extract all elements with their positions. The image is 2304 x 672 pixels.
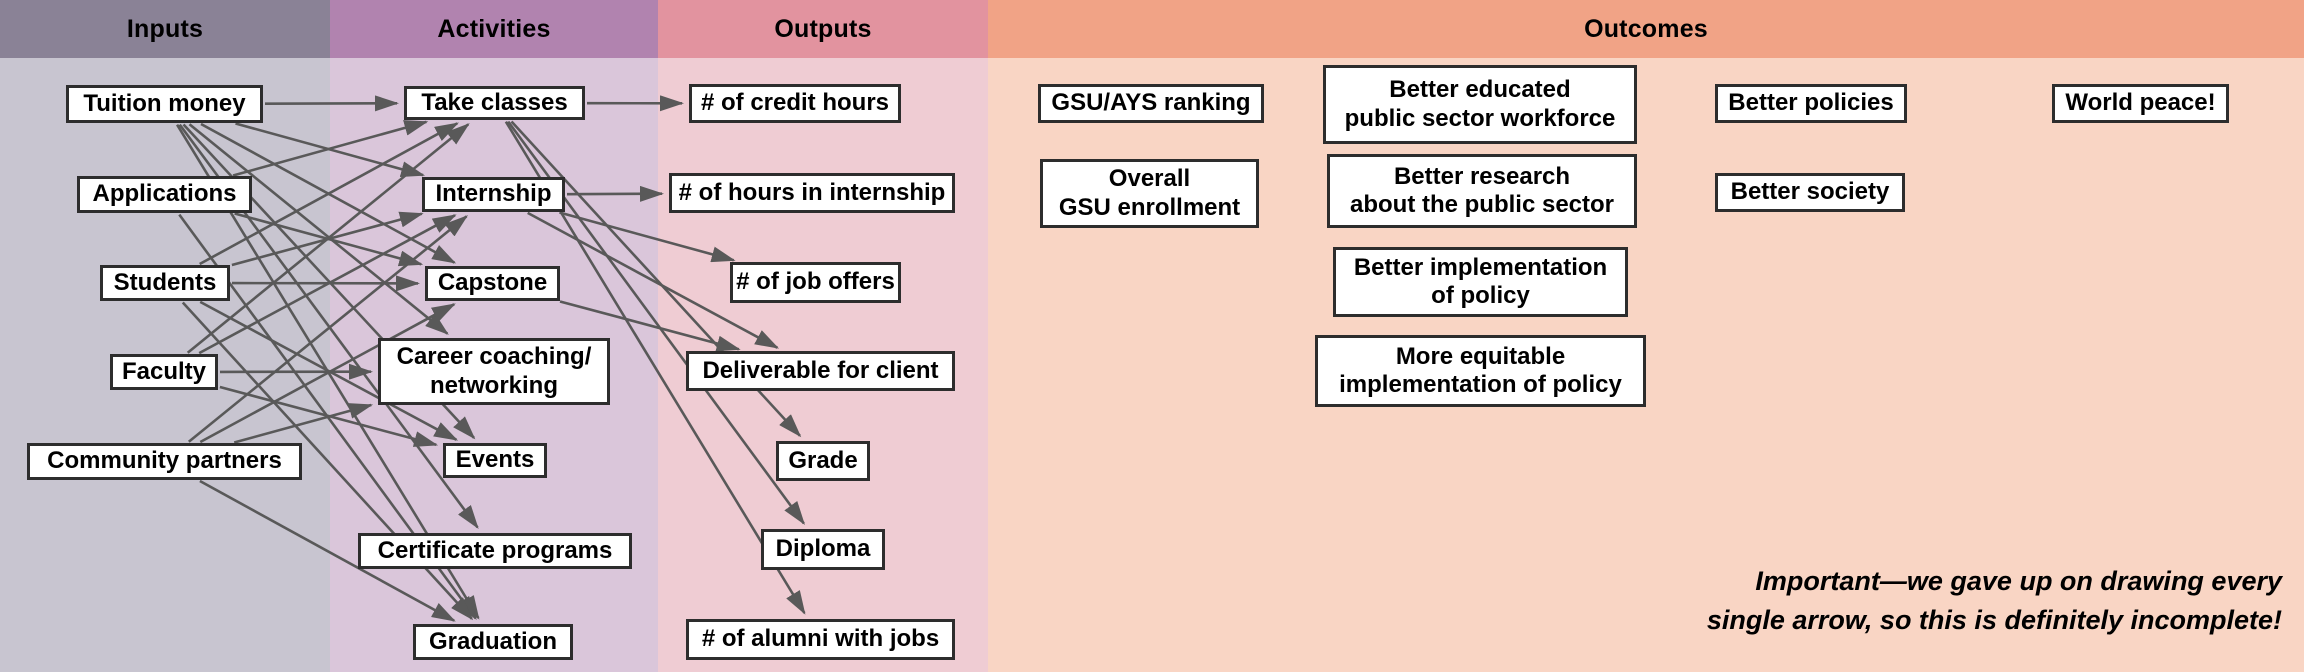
node-credit_hours: # of credit hours (689, 84, 901, 123)
header-inputs-label: Inputs (126, 14, 204, 43)
header-outputs-label: Outputs (774, 14, 872, 43)
edge-capstone-deliverable (559, 300, 741, 352)
node-certificate: Certificate programs (358, 533, 632, 569)
node-grade: Grade (776, 441, 870, 481)
node-job_offers: # of job offers (730, 262, 901, 303)
node-community: Community partners (27, 443, 302, 480)
edge-internship-hours_internship (566, 185, 664, 202)
header-activities-label: Activities (437, 14, 551, 43)
node-overall_enrollment: Overall GSU enrollment (1040, 159, 1259, 228)
node-better_educated: Better educated public sector workforce (1323, 65, 1637, 144)
node-applications: Applications (77, 176, 252, 213)
edge-tuition-career (188, 123, 449, 335)
node-events: Events (443, 443, 547, 478)
incompleteness-note-line1: Important—we gave up on drawing every (1755, 566, 2282, 596)
edge-faculty-internship (198, 214, 457, 355)
incompleteness-note-line2: single arrow, so this is definitely inco… (1706, 605, 2282, 636)
incompleteness-note: Important—we gave up on drawing every si… (1382, 562, 2282, 640)
node-better_implementation: Better implementation of policy (1333, 247, 1628, 317)
node-better_society: Better society (1715, 173, 1905, 212)
node-more_equitable: More equitable implementation of policy (1315, 335, 1646, 407)
edge-community-capstone (199, 303, 456, 444)
node-capstone: Capstone (425, 266, 560, 301)
edge-community-graduation (199, 479, 456, 622)
node-faculty: Faculty (110, 354, 218, 390)
node-deliverable: Deliverable for client (686, 351, 955, 391)
node-graduation: Graduation (413, 624, 573, 660)
node-gsu_ays: GSU/AYS ranking (1038, 84, 1264, 123)
edge-community-internship (187, 215, 469, 443)
node-take_classes: Take classes (404, 86, 585, 120)
header-activities: Activities (330, 0, 658, 58)
node-internship: Internship (422, 177, 565, 212)
node-better_research: Better research about the public sector (1327, 154, 1637, 228)
edge-students-take_classes (199, 122, 459, 266)
node-better_policies: Better policies (1715, 84, 1907, 123)
edge-applications-take_classes (232, 120, 429, 177)
edge-faculty-take_classes (186, 123, 470, 354)
header-outcomes-label: Outcomes (1584, 14, 1708, 43)
edge-internship-deliverable (527, 211, 780, 349)
node-career: Career coaching/ networking (378, 338, 610, 405)
node-hours_internship: # of hours in internship (669, 173, 955, 213)
node-students: Students (100, 265, 230, 301)
node-world_peace: World peace! (2052, 84, 2229, 123)
header-inputs: Inputs (0, 0, 330, 58)
header-outputs: Outputs (658, 0, 988, 58)
header-outcomes: Outcomes (988, 0, 2304, 58)
node-alumni_jobs: # of alumni with jobs (686, 619, 955, 660)
edge-community-career (233, 403, 374, 444)
node-tuition: Tuition money (66, 85, 263, 123)
edge-internship-job_offers (559, 211, 736, 263)
node-diploma: Diploma (761, 529, 885, 570)
